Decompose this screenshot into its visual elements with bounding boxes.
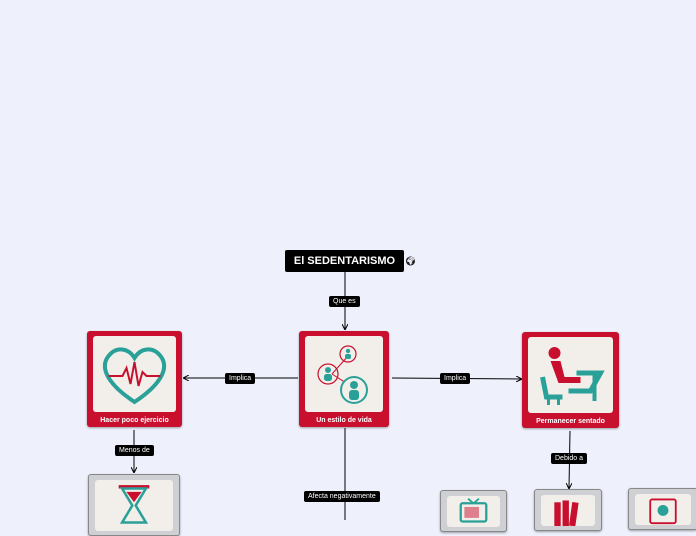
globe-icon[interactable]: 🌍︎ — [405, 256, 417, 266]
edge-label-debido-a: Debido a — [551, 453, 588, 464]
edge-label-afecta: Afecta negativamente — [304, 491, 380, 502]
node-books[interactable] — [534, 489, 602, 531]
edge-label-que-es: Que es — [329, 296, 360, 307]
node-tv[interactable] — [440, 490, 507, 532]
books-icon — [541, 495, 595, 527]
node-permanecer-sentado[interactable]: Permanecer sentado — [522, 332, 619, 428]
monitor-icon — [635, 494, 691, 525]
node-estilo-de-vida[interactable]: Un estilo de vida — [299, 331, 389, 427]
node-label: Permanecer sentado — [536, 418, 605, 425]
people-network-icon — [305, 336, 383, 412]
tv-icon — [447, 496, 500, 527]
central-topic[interactable]: El SEDENTARISMO — [285, 250, 404, 272]
node-hourglass[interactable] — [88, 474, 180, 536]
edge-label-implica-right: Implica — [440, 373, 471, 384]
node-label: Hacer poco ejercicio — [100, 417, 169, 424]
node-monitor[interactable] — [628, 488, 696, 530]
edge-label-implica-left: Implica — [225, 373, 256, 384]
edge-label-menos-de: Menos de — [115, 445, 154, 456]
heart-pulse-icon — [93, 336, 176, 412]
node-label: Un estilo de vida — [316, 417, 372, 424]
node-hacer-poco-ejercicio[interactable]: Hacer poco ejercicio — [87, 331, 182, 427]
person-sitting-desk-icon — [528, 337, 613, 413]
mind-map-canvas: El SEDENTARISMO 🌍︎ Que es Implica Implic… — [87, 250, 696, 536]
hourglass-icon — [95, 480, 173, 531]
